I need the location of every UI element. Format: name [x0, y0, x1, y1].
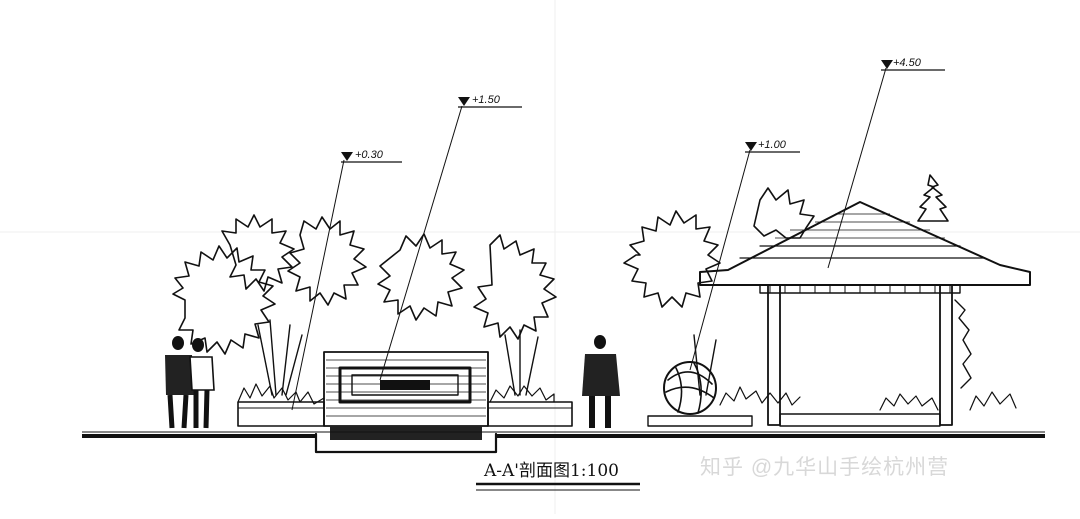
tree-mid-canopy: [287, 216, 367, 306]
tree-left-canopy-2: [221, 214, 295, 292]
elevation-wall: +1.50: [379, 94, 522, 381]
couple-figures: [165, 336, 215, 429]
tree-right-canopy-2: [753, 187, 815, 239]
section-title: A-A'剖面图1:100: [476, 461, 640, 491]
ground-line: [82, 431, 1045, 438]
elevation-label: +1.00: [758, 139, 787, 151]
elevation-label: +1.50: [472, 94, 501, 106]
tree-left-canopy: [172, 245, 276, 355]
watermark-text: 知乎 @九华山手绘杭州营: [700, 456, 949, 479]
tree-conifer: [917, 174, 949, 222]
sphere-sculpture: [647, 361, 753, 427]
tree-center-canopy: [377, 233, 465, 321]
planter-left: [237, 401, 325, 427]
section-title-text: A-A'剖面图1:100: [483, 461, 619, 481]
planter-right: [487, 401, 573, 427]
pavilion: [699, 201, 1031, 427]
tree-canopies: [172, 174, 949, 355]
elevation-pavilion-roof: +4.50: [827, 57, 945, 269]
elevation-label: +0.30: [355, 149, 384, 161]
elevation-sphere: +1.00: [689, 139, 800, 371]
elevation-planter-left: +0.30: [291, 149, 402, 411]
elevation-label: +4.50: [893, 57, 922, 69]
man-figure: [582, 335, 620, 428]
sunken-basin: [314, 426, 498, 454]
feature-wall: [323, 351, 489, 427]
human-figures: [165, 335, 620, 429]
tree-right-canopy: [623, 210, 721, 308]
shrubs: [237, 383, 1017, 411]
tree-right-of-wall-canopy: [473, 234, 557, 340]
elevation-markers: +0.30 +1.50 +1.00 +4.50: [291, 57, 945, 411]
tree-trunks: [257, 319, 717, 396]
